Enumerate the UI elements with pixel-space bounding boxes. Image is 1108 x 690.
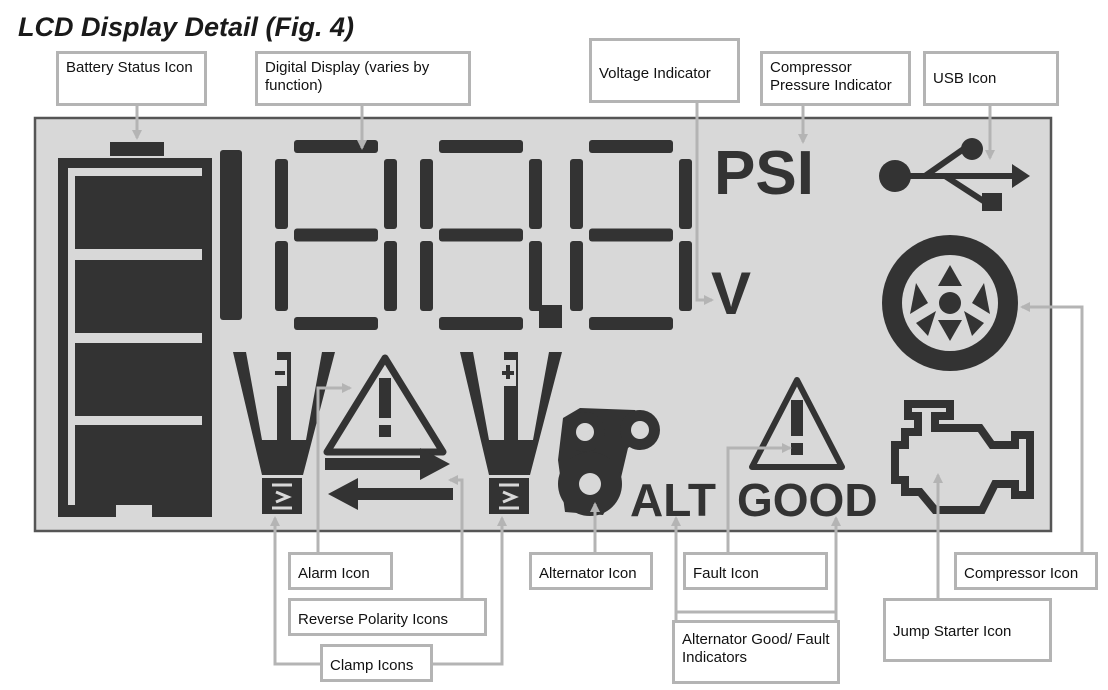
digit-4-segment-b [679,159,692,229]
digit-4-segment-d [589,317,673,330]
leader-clamp-left [270,516,320,666]
digit-2-segment-c [384,241,397,311]
compressor-icon-label: Compressor Icon [954,552,1098,590]
digit-3-segment-d [439,317,523,330]
jump-starter-engine-icon [891,400,1034,514]
alternator-icon-label: Alternator Icon [529,552,653,590]
fault-icon-label: Fault Icon [683,552,828,590]
battery-icon [58,142,212,517]
battery-bar-4 [75,425,203,505]
leader-reverse [448,475,464,598]
positive-clamp-icon [460,352,562,514]
leader-clamp-right [433,516,507,666]
digit-4-segment-f [570,159,583,229]
alt-indicator-text: ALT [630,474,716,526]
leader-voltage [695,103,714,305]
battery-bar-1 [75,176,203,249]
digit-2-segment-f [275,159,288,229]
digit-2-segment-e [275,241,288,311]
digit-4-segment-a [589,140,673,153]
alternator-good-fault-label: Alternator Good/ Fault Indicators [672,620,840,684]
tire-compressor-icon [882,235,1018,371]
digit-2-segment-a [294,140,378,153]
digit-4-segment-g [589,228,673,242]
decimal-point [539,305,562,328]
digit-4-segment-e [570,241,583,311]
digit-2-segment-d [294,317,378,330]
good-indicator-text: GOOD [737,474,878,526]
alternator-icon [558,408,660,516]
alarm-icon-label: Alarm Icon [288,552,393,590]
leader-compressor [1020,302,1084,552]
usb-icon-label: USB Icon [923,51,1059,106]
reverse-polarity-icon [325,448,453,510]
leader-fault [726,443,792,552]
figure-title: LCD Display Detail (Fig. 4) [18,12,355,42]
digit-3-segment-c [529,241,542,311]
battery-bar-2 [75,260,203,333]
usb-icon [879,138,1030,211]
fault-icon [749,377,845,470]
alarm-icon [323,354,447,456]
digit-3-segment-e [420,241,433,311]
compressor-pressure-label: Compressor Pressure Indicator [760,51,911,106]
digit-3-segment-g [439,228,523,242]
voltage-indicator-label: Voltage Indicator [589,38,740,103]
battery-status-label: Battery Status Icon [56,51,207,106]
digit-3-segment-b [529,159,542,229]
digital-display [220,140,692,330]
digit-2-segment-b [384,159,397,229]
digit-2-segment-g [294,228,378,242]
leader-lines [132,103,1084,666]
reverse-polarity-label: Reverse Polarity Icons [288,598,487,636]
jump-starter-label: Jump Starter Icon [883,598,1052,662]
clamp-icons-label: Clamp Icons [320,644,433,682]
digital-display-label: Digital Display (varies by function) [255,51,471,106]
battery-bar-3 [75,343,203,416]
digit-3-segment-a [439,140,523,153]
voltage-unit: V [711,260,751,327]
digit-1-segment [220,150,242,320]
leader-alarm [316,383,352,552]
negative-clamp-icon [233,352,335,514]
digit-4-segment-c [679,241,692,311]
digit-3-segment-f [420,159,433,229]
psi-unit: PSI [714,139,814,208]
